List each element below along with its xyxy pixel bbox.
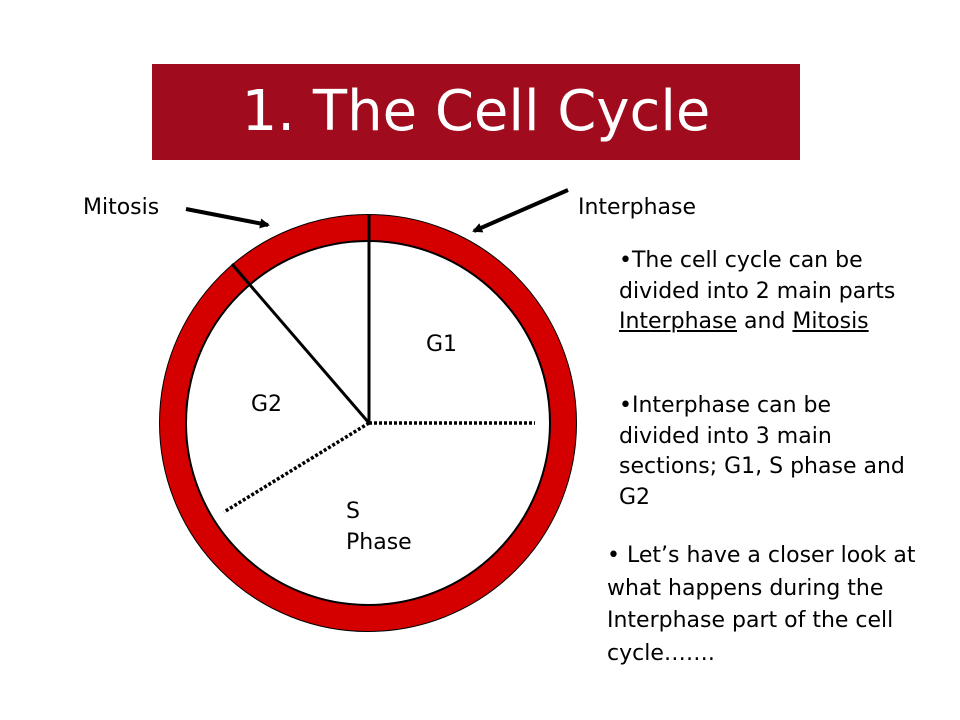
bullet-text-mid: and [737,309,793,334]
bullet-marker: • [619,393,632,418]
bullet-text: Interphase can be divided into 3 main se… [619,393,905,510]
bullet-closer-look: • Let’s have a closer look at what happe… [607,540,917,670]
interphase-label: Interphase [578,195,696,220]
mitosis-label: Mitosis [83,195,159,220]
s-g2-divider [223,421,370,514]
g2-mitosis-divider [248,284,371,424]
s-phase-label-line2: Phase [346,530,412,555]
bullet-main-parts: •The cell cycle can be divided into 2 ma… [619,246,919,338]
mitosis-arrow [185,207,270,229]
bullet-text: The cell cycle can be divided into 2 mai… [619,248,896,304]
bullet-text: Let’s have a closer look at what happens… [607,543,916,666]
bullet-interphase-sections: •Interphase can be divided into 3 main s… [619,391,909,513]
g1-label: G1 [426,332,457,357]
interphase-term: Interphase [619,309,738,334]
bullet-marker: • [607,543,620,568]
g2-label: G2 [251,392,282,417]
s-phase-label-line1: S [346,499,360,524]
slide-title: 1. The Cell Cycle [241,79,711,144]
bullet-marker: • [619,248,632,273]
interphase-arrow [472,188,569,233]
mitosis-boundary-left [230,263,252,286]
mitosis-term: Mitosis [792,309,869,334]
title-banner: 1. The Cell Cycle [152,64,800,160]
